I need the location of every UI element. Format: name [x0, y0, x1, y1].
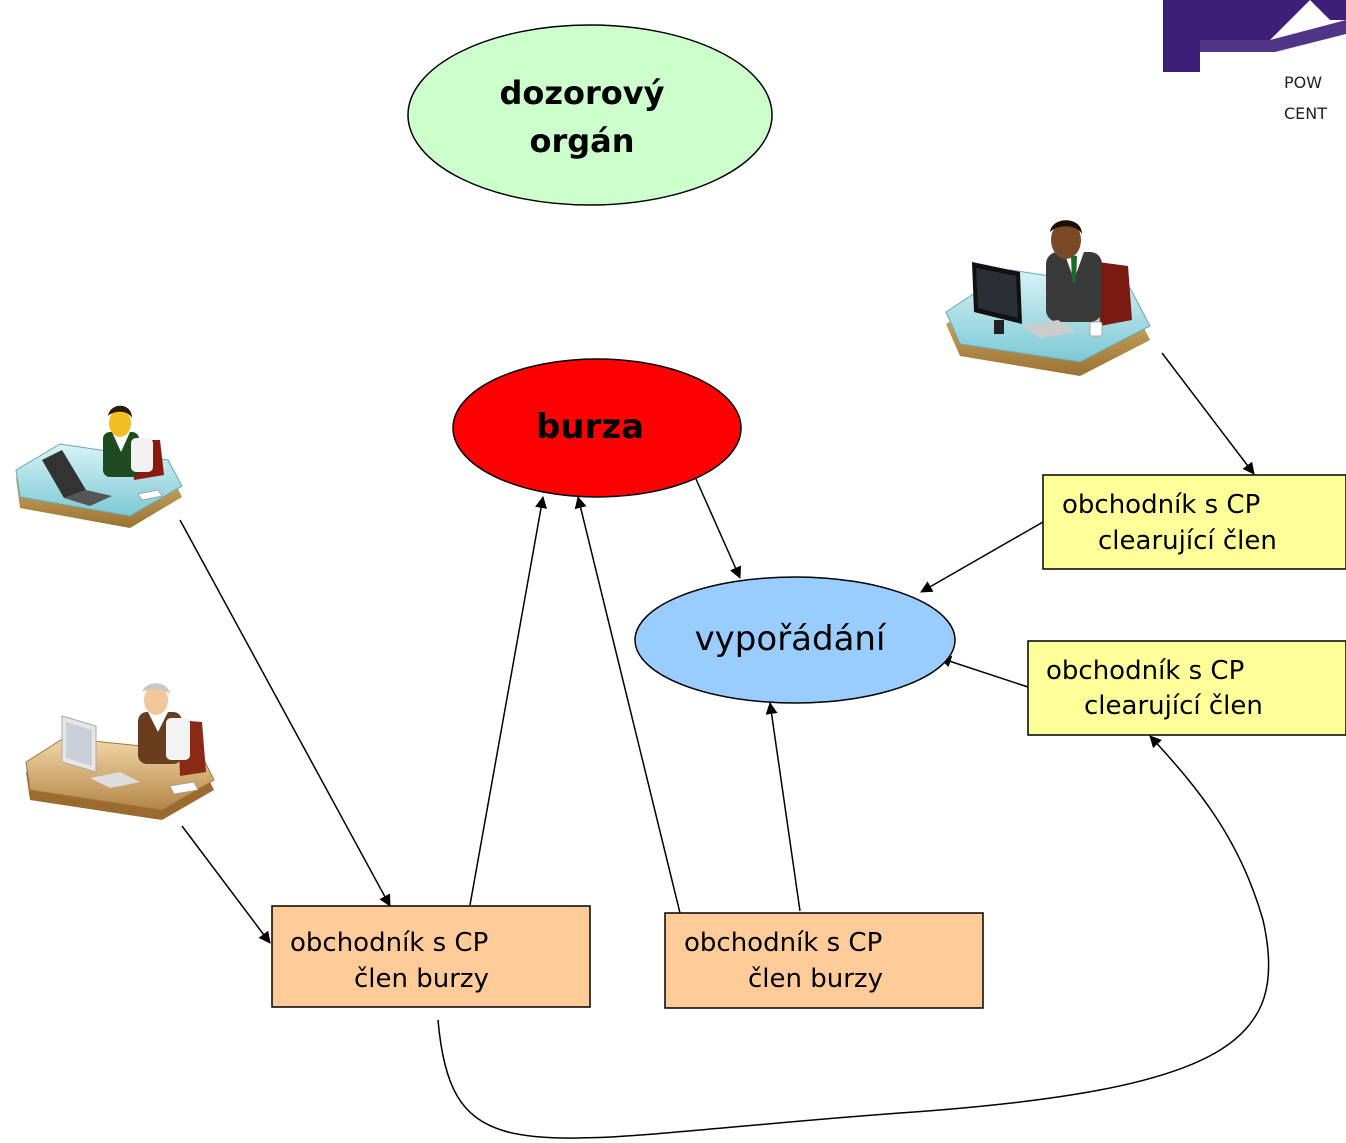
node-exchange-member-2: obchodník s CP člen burzy	[664, 912, 984, 1009]
member-box-1-line2: člen burzy	[354, 964, 489, 994]
clearing-box-1-line2: clearující člen	[1098, 526, 1277, 556]
member-box-1	[271, 905, 591, 1008]
member-box-2	[664, 912, 984, 1009]
logo-text-line1: POW	[1284, 73, 1322, 92]
connectors	[179, 352, 1270, 1139]
settlement-label: vypořádání	[695, 619, 887, 659]
exchange-ellipse	[452, 358, 742, 498]
trader-illustration-2	[25, 683, 215, 820]
arrow-member1-to-exchange	[469, 496, 547, 906]
trader-illustration-1	[15, 405, 183, 528]
node-clearing-member-1: obchodník s CP clearující člen	[1042, 474, 1346, 570]
clearing-box-2	[1027, 640, 1346, 736]
node-exchange: burza	[452, 358, 742, 498]
trader-illustration-3	[945, 220, 1151, 376]
member-box-2-line2: člen burzy	[748, 964, 883, 994]
arrow-trader2-to-member1	[181, 825, 271, 944]
node-exchange-member-1: obchodník s CP člen burzy	[271, 905, 591, 1008]
logo-text-line2: CENT	[1284, 104, 1327, 123]
company-logo: POW CENT	[1163, 0, 1346, 123]
arrow-clearing1-to-settlement	[920, 521, 1044, 593]
arrow-member2-to-settlement	[765, 702, 801, 912]
arrow-member2-to-exchange	[574, 496, 681, 914]
arrow-member1-to-clearing2	[437, 735, 1270, 1139]
member-box-2-line1: obchodník s CP	[684, 928, 882, 958]
arrow-trader3-to-clearing1	[1161, 352, 1255, 475]
settlement-ellipse	[634, 576, 956, 704]
node-supervisor: dozorový orgán	[407, 24, 773, 206]
node-settlement: vypořádání	[634, 576, 956, 704]
supervisor-label-line1: dozorový	[500, 74, 665, 112]
exchange-label: burza	[536, 407, 644, 447]
arrow-trader1-to-member1	[179, 519, 391, 907]
member-box-1-line1: obchodník s CP	[290, 928, 488, 958]
clearing-box-2-line1: obchodník s CP	[1046, 656, 1244, 686]
arrow-exchange-to-settlement	[695, 478, 742, 579]
clearing-box-1-line1: obchodník s CP	[1062, 490, 1260, 520]
supervisor-ellipse	[407, 24, 773, 206]
node-clearing-member-2: obchodník s CP clearující člen	[1027, 640, 1346, 736]
clearing-box-1	[1042, 474, 1346, 570]
clearing-box-2-line2: clearující člen	[1084, 691, 1263, 721]
arrow-clearing2-to-settlement	[939, 655, 1029, 688]
supervisor-label-line2: orgán	[529, 122, 634, 160]
